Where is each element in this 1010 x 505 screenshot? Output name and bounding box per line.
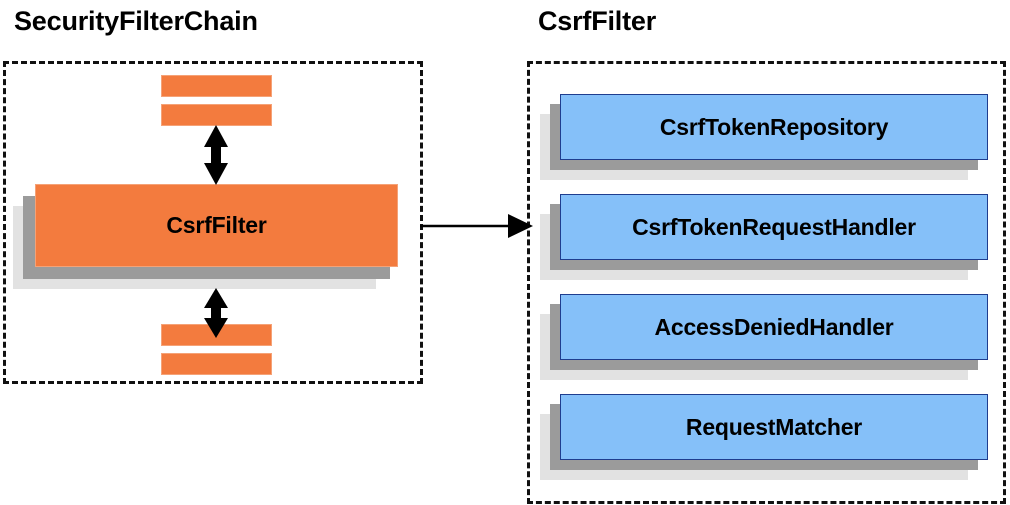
- collaborator-request-matcher[interactable]: RequestMatcher: [560, 394, 988, 460]
- csrf-filter-collaborators-panel: [527, 61, 1006, 504]
- collaborator-csrf-token-repository[interactable]: CsrfTokenRepository: [560, 94, 988, 160]
- collaborator-label: CsrfTokenRepository: [659, 113, 889, 140]
- csrf-filter-box-label: CsrfFilter: [166, 212, 267, 238]
- csrf-filter-box[interactable]: CsrfFilter: [35, 184, 398, 267]
- collaborator-csrf-token-request-handler[interactable]: CsrfTokenRequestHandler: [560, 194, 988, 260]
- collaborator-label: AccessDeniedHandler: [654, 313, 894, 340]
- double-arrow-vertical-top: [204, 125, 228, 185]
- collaborator-label: CsrfTokenRequestHandler: [632, 213, 916, 240]
- connector-arrow-right: [420, 214, 533, 238]
- collaborator-access-denied-handler[interactable]: AccessDeniedHandler: [560, 294, 988, 360]
- page-title-security-filter-chain: SecurityFilterChain: [14, 6, 258, 36]
- page-title-csrf-filter: CsrfFilter: [538, 6, 657, 36]
- filter-bar-top-2: [161, 104, 272, 126]
- collaborator-label: RequestMatcher: [685, 413, 863, 440]
- filter-bar-bottom-2: [161, 353, 272, 375]
- double-arrow-vertical-bottom: [204, 288, 228, 338]
- filter-bar-top-1: [161, 75, 272, 97]
- security-filter-chain-panel: [3, 61, 423, 384]
